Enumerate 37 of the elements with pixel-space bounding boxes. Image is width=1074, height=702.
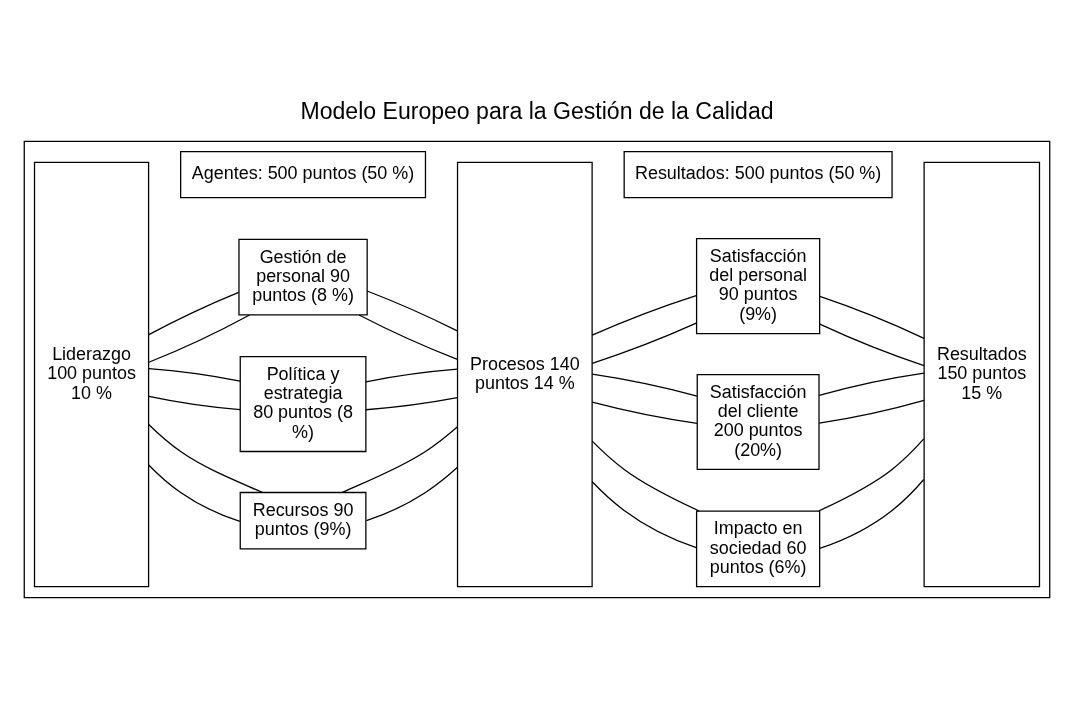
connector — [591, 294, 697, 336]
connector — [365, 368, 458, 382]
cluster — [23, 140, 1051, 598]
node-box: Resultados: 500 puntos (50 %) — [623, 150, 893, 198]
node-box: Agentes: 500 puntos (50 %) — [180, 150, 427, 198]
connector — [148, 313, 251, 363]
node-box: Gestión de personal 90 puntos (8 %) — [238, 238, 368, 316]
node-box: Procesos 140 puntos 14 % — [456, 161, 593, 587]
connector — [148, 367, 241, 382]
connector — [819, 295, 925, 339]
diagram-title: Modelo Europeo para la Gestión de la Calidad — [300, 97, 774, 124]
node-box: Recursos 90 puntos (9%) — [239, 491, 367, 550]
node-box: Impacto en sociedad 60 puntos (6%) — [695, 509, 821, 587]
connector — [341, 425, 459, 493]
node-box: Satisfacción del personal 90 puntos (9%) — [695, 237, 821, 334]
connector — [365, 466, 459, 521]
connector — [819, 323, 925, 366]
connector — [148, 423, 264, 493]
connector — [818, 437, 925, 512]
connector — [591, 401, 698, 424]
node-box: Liderazgo 100 puntos 10 % — [33, 161, 150, 587]
connector — [591, 372, 698, 397]
connector — [148, 395, 241, 410]
node-box: Satisfacción del cliente 200 puntos (20%) — [696, 373, 820, 470]
connector — [819, 478, 925, 549]
connector — [358, 313, 458, 360]
connector — [818, 371, 925, 396]
connector — [365, 396, 458, 410]
connector — [591, 321, 697, 364]
connector — [591, 439, 700, 512]
connector — [591, 480, 697, 548]
connector — [366, 289, 458, 331]
connector — [148, 291, 240, 335]
connector — [148, 463, 241, 522]
connector — [818, 399, 925, 424]
node-box: Política y estrategia 80 puntos (8 %) — [239, 355, 367, 452]
node-box: Resultados 150 puntos 15 % — [923, 161, 1041, 587]
